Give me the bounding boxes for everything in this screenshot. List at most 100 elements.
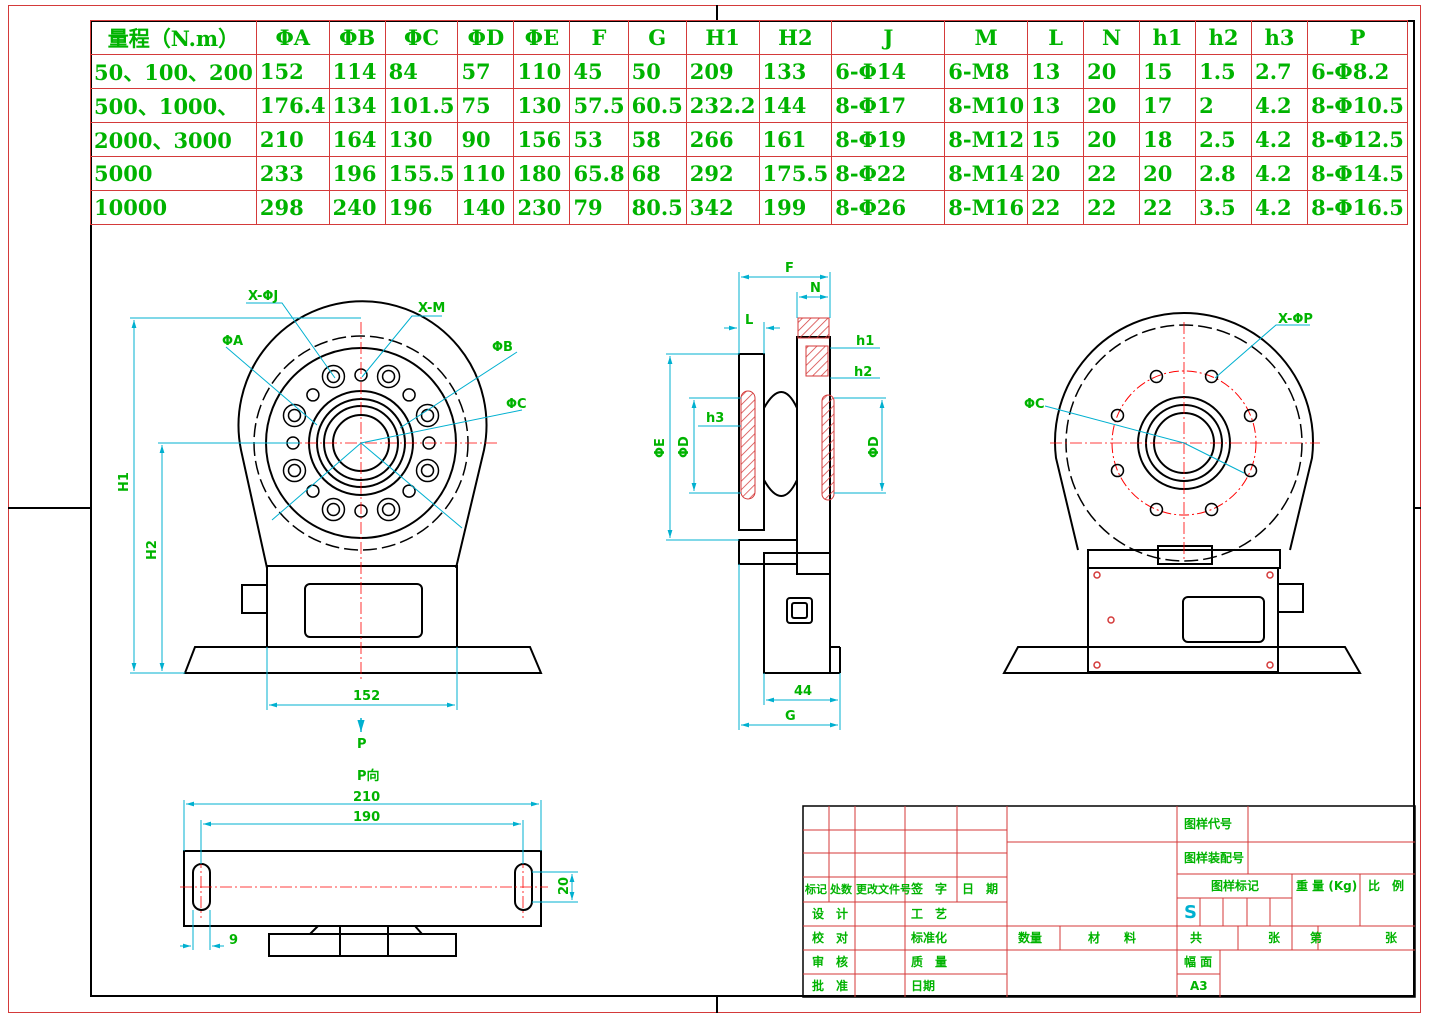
spec-header-cell: h1 — [1139, 20, 1197, 55]
spec-cell: 60.5 — [627, 88, 687, 123]
spec-cell: 80.5 — [627, 190, 687, 225]
spec-cell: 180 — [513, 156, 571, 191]
tb-sheets2: 张 — [1385, 930, 1398, 945]
spec-header-cell: h3 — [1251, 20, 1309, 55]
spec-header-cell: M — [944, 20, 1029, 55]
spec-cell: 45 — [569, 54, 629, 89]
spec-cell: 8-Φ17 — [831, 88, 946, 123]
spec-cell: 22 — [1027, 190, 1085, 225]
tapped-hole — [402, 484, 416, 498]
bolt-hole — [282, 403, 307, 428]
label-phia: ΦA — [222, 334, 243, 349]
rear-bolt-hole — [1204, 369, 1219, 384]
tb-scale: 比 例 — [1368, 878, 1404, 893]
bolt-hole — [415, 403, 440, 428]
spec-cell: 6-Φ8.2 — [1307, 54, 1408, 89]
spec-cell: 176.4 — [255, 88, 330, 123]
bolt-hole-inner — [287, 463, 302, 478]
spec-cell: 196 — [328, 156, 386, 191]
label-phic: ΦC — [506, 397, 527, 412]
spec-header-cell: L — [1027, 20, 1085, 55]
tb-review: 审 核 — [812, 954, 848, 969]
label-xp: X-ΦP — [1278, 312, 1313, 327]
spec-cell: 156 — [513, 122, 571, 157]
label-dim-210: 210 — [353, 790, 380, 805]
spec-cell: 79 — [569, 190, 629, 225]
bolt-hole-inner — [287, 408, 302, 423]
spec-header-cell: N — [1083, 20, 1141, 55]
title-block: 图样代号 图样装配号 标记 处数 更改文件号 签 字 日 期 设 计 工 艺 校… — [802, 805, 1416, 998]
spec-cell: 18 — [1139, 122, 1197, 157]
label-width-152: 152 — [353, 689, 380, 704]
label-f: F — [785, 261, 794, 276]
spec-cell: 8-M14 — [944, 156, 1029, 191]
tb-weight: 重 量 (Kg) — [1296, 878, 1357, 893]
tb-total: 共 — [1190, 930, 1202, 945]
tb-mark: 标记 — [804, 882, 827, 896]
spec-cell: 57.5 — [569, 88, 629, 123]
tb-process: 工 艺 — [911, 906, 947, 921]
rear-bolt-hole — [1110, 463, 1125, 478]
label-h2: H2 — [145, 540, 160, 560]
rear-view: X-ΦP ΦC — [1002, 312, 1362, 674]
tb-approve: 批 准 — [812, 978, 848, 993]
spec-cell: 20 — [1083, 54, 1141, 89]
spec-cell: 342 — [685, 190, 760, 225]
spec-cell: 233 — [255, 156, 330, 191]
spec-cell: 1.5 — [1195, 54, 1253, 89]
label-xm: X-M — [418, 301, 445, 316]
spec-cell: 8-Φ10.5 — [1307, 88, 1408, 123]
tb-mark-s: S — [1184, 902, 1197, 923]
spec-cell: 114 — [328, 54, 386, 89]
tb-drawing-code: 图样代号 — [1184, 816, 1232, 831]
spec-cell: 8-Φ26 — [831, 190, 946, 225]
tb-format-value: A3 — [1190, 979, 1208, 993]
label-dim-190: 190 — [353, 810, 380, 825]
rear-bolt-hole — [1149, 369, 1164, 384]
spec-cell: 500、1000、 — [90, 88, 257, 123]
spec-cell: 17 — [1139, 88, 1197, 123]
p-direction-view: P向 210 190 9 20 — [180, 768, 578, 957]
bolt-hole — [376, 364, 401, 389]
tb-quality: 质 量 — [911, 954, 947, 969]
spec-cell: 2.8 — [1195, 156, 1253, 191]
spec-cell: 22 — [1083, 156, 1141, 191]
spec-cell: 140 — [457, 190, 515, 225]
rear-bolt-hole — [1204, 502, 1219, 517]
spec-header-cell: H2 — [758, 20, 833, 55]
tb-signature: 签 字 — [910, 881, 947, 896]
tb-sheet-no: 第 — [1310, 930, 1322, 945]
bolt-hole — [321, 364, 346, 389]
spec-cell: 8-Φ16.5 — [1307, 190, 1408, 225]
bolt-hole-inner — [381, 369, 396, 384]
spec-header-cell: P — [1307, 20, 1408, 55]
tapped-hole — [402, 388, 416, 402]
label-p-view-title: P向 — [357, 768, 380, 784]
spec-cell: 101.5 — [384, 88, 459, 123]
spec-cell: 164 — [328, 122, 386, 157]
spec-cell: 65.8 — [569, 156, 629, 191]
spec-header-cell: ΦC — [384, 20, 459, 55]
spec-cell: 4.2 — [1251, 156, 1309, 191]
rear-housing-outline — [1054, 312, 1314, 551]
spec-cell: 175.5 — [758, 156, 833, 191]
spec-header-cell: ΦE — [513, 20, 571, 55]
tb-date: 日期 — [911, 978, 935, 993]
spec-cell: 50、100、200 — [90, 54, 257, 89]
spec-header-cell: G — [627, 20, 687, 55]
tb-date-head: 日 期 — [962, 881, 998, 896]
tapped-hole — [306, 388, 320, 402]
front-housing-outline — [237, 300, 488, 569]
label-h1: H1 — [117, 472, 132, 492]
spec-cell: 196 — [384, 190, 459, 225]
spec-cell: 22 — [1139, 190, 1197, 225]
spec-cell: 4.2 — [1251, 190, 1309, 225]
bolt-hole — [415, 458, 440, 483]
spec-cell: 232.2 — [685, 88, 760, 123]
spec-cell: 8-M16 — [944, 190, 1029, 225]
